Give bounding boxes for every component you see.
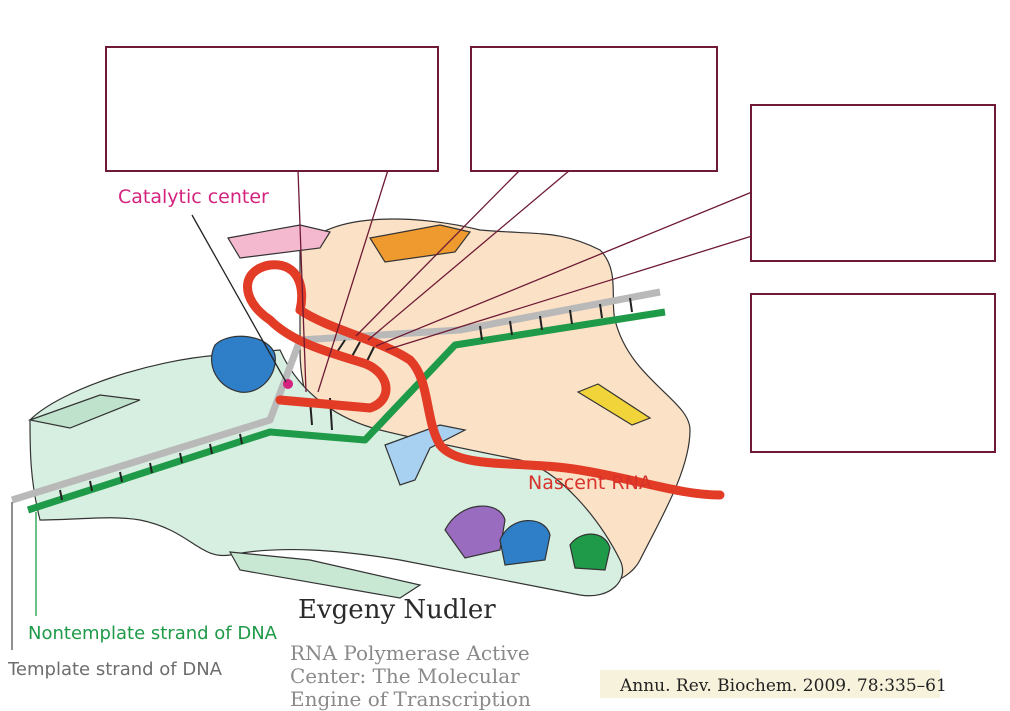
callout-box-2 bbox=[470, 46, 718, 172]
template-strand-label: Template strand of DNA bbox=[8, 659, 222, 680]
callout-leader-lines bbox=[297, 169, 753, 393]
caption-paper-title: RNA Polymerase Active Center: The Molecu… bbox=[290, 641, 531, 711]
blue-domain-bottom bbox=[499, 520, 551, 566]
lightblue-domain bbox=[384, 424, 467, 486]
nascent-rna-label: Nascent RNA bbox=[528, 472, 652, 494]
caption-author: Evgeny Nudler bbox=[298, 595, 496, 625]
callout-box-3 bbox=[750, 104, 996, 262]
enzyme-left-flap bbox=[27, 394, 141, 429]
nontemplate-strand-label: Nontemplate strand of DNA bbox=[28, 623, 277, 644]
template-dna-strand bbox=[26, 308, 666, 514]
nascent-rna-strand bbox=[243, 260, 725, 500]
caption-citation: Annu. Rev. Biochem. 2009. 78:335–61 bbox=[600, 670, 947, 698]
pink-domain bbox=[227, 224, 331, 259]
orange-domain bbox=[369, 224, 472, 263]
green-domain-bottom bbox=[569, 533, 611, 571]
enzyme-lower-jaw bbox=[228, 551, 422, 599]
catalytic-center-label: Catalytic center bbox=[118, 186, 269, 208]
blue-domain-left bbox=[210, 335, 276, 393]
callout-box-1 bbox=[105, 46, 439, 172]
yellow-domain bbox=[576, 383, 652, 426]
callout-box-4 bbox=[750, 293, 996, 453]
catalytic-pointer-line bbox=[191, 214, 287, 383]
